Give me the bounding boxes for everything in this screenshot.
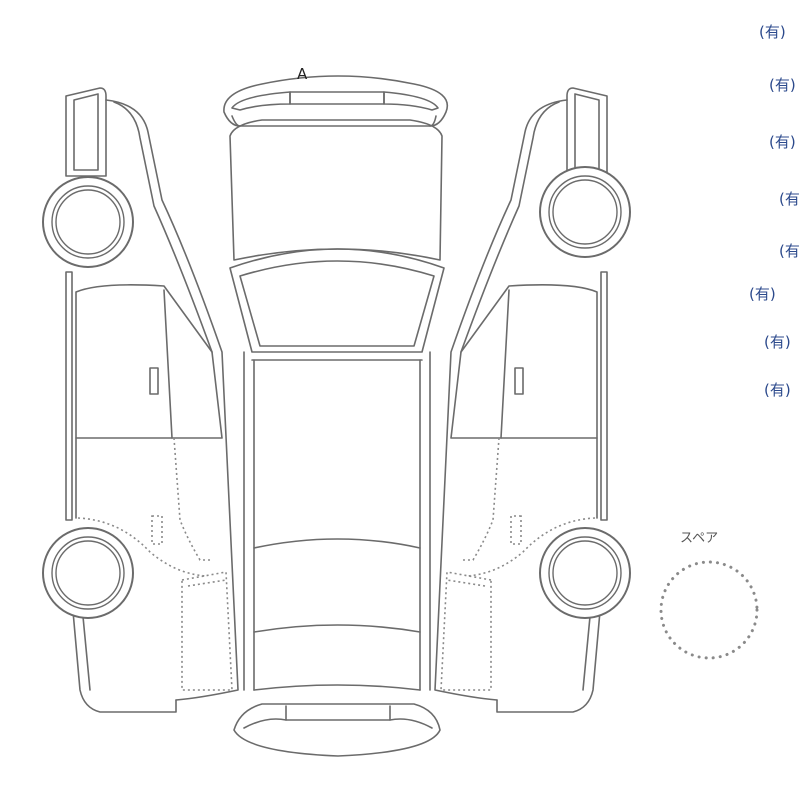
car-left-side-view bbox=[65, 87, 239, 713]
car-top-view bbox=[223, 75, 449, 757]
top-view-label: A bbox=[297, 65, 308, 83]
damage-marker: (有) bbox=[764, 381, 791, 399]
damage-marker: (有) bbox=[769, 133, 796, 151]
left-rear-wheel bbox=[42, 527, 134, 619]
right-front-wheel bbox=[539, 166, 631, 258]
spare-tire-label: スペア bbox=[680, 531, 719, 546]
spare-tire-outline bbox=[659, 560, 759, 660]
left-front-wheel bbox=[42, 176, 134, 268]
damage-marker: (有 bbox=[779, 242, 800, 260]
right-rear-wheel bbox=[539, 527, 631, 619]
damage-marker: (有) bbox=[764, 333, 791, 351]
damage-marker: (有 bbox=[779, 190, 800, 208]
damage-marker: (有) bbox=[769, 76, 796, 94]
damage-marker: (有) bbox=[749, 285, 776, 303]
damage-marker: (有) bbox=[759, 23, 786, 41]
